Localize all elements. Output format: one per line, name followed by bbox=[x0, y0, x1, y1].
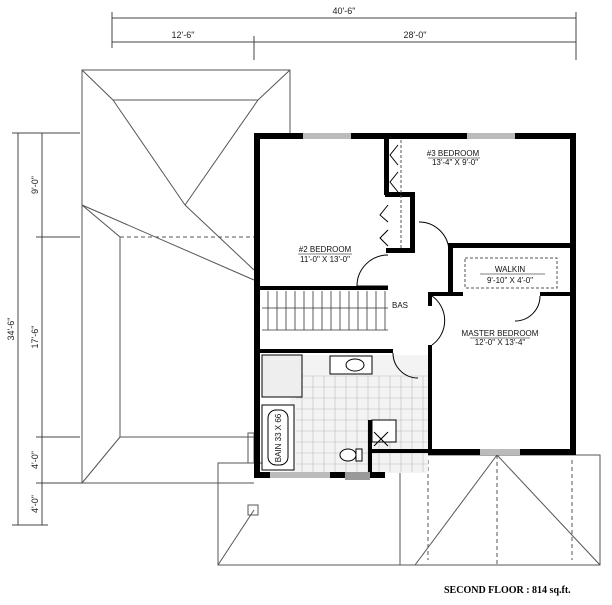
dim-depth-1: 9'-0" bbox=[30, 176, 40, 194]
bedroom3-size: 13'-4" X 9'-0" bbox=[432, 158, 478, 167]
dimension-lines bbox=[12, 12, 577, 526]
roof-outline bbox=[81, 69, 601, 566]
bedroom2-size: 11'-0" X 13'-0" bbox=[300, 255, 350, 264]
bedroom3-door bbox=[418, 221, 450, 253]
bedroom2-name: #2 BEDROOM bbox=[299, 245, 352, 254]
walkin-size: 9'-10" X 4'-0" bbox=[487, 276, 533, 285]
bedroom3-name: #3 BEDROOM bbox=[427, 149, 480, 158]
dim-depth-2: 17'-6" bbox=[30, 326, 40, 349]
stairs-label: BAS bbox=[392, 301, 408, 310]
master-door bbox=[431, 295, 446, 346]
master-size: 12'-0" X 13'-4" bbox=[475, 338, 526, 347]
walkin-door bbox=[514, 295, 541, 322]
bedroom2-door bbox=[356, 254, 389, 287]
door-swings bbox=[356, 144, 541, 379]
dim-overall-depth: 34'-6" bbox=[6, 318, 16, 341]
staircase bbox=[262, 291, 388, 331]
bath-fixtures bbox=[261, 354, 397, 471]
walkin-name: WALKIN bbox=[495, 265, 526, 274]
dim-width-left: 12'-6" bbox=[172, 30, 195, 40]
cabinet bbox=[371, 419, 397, 443]
windows bbox=[270, 133, 520, 480]
floor-title: SECOND FLOOR : 814 sq.ft. bbox=[444, 585, 571, 596]
room-labels: #3 BEDROOM 13'-4" X 9'-0" #2 BEDROOM 11'… bbox=[298, 149, 545, 347]
closet-shelves bbox=[400, 140, 558, 289]
bathtub-label: BAIN 33 X 66 bbox=[274, 413, 283, 462]
toilet-icon bbox=[339, 448, 357, 462]
dim-depth-3: 4'-0" bbox=[30, 451, 40, 469]
dim-width-right: 28'-0" bbox=[404, 30, 427, 40]
dim-depth-4: 4'-0" bbox=[30, 495, 40, 513]
sink-icon bbox=[345, 358, 365, 372]
shower bbox=[261, 354, 303, 398]
master-name: MASTER BEDROOM bbox=[462, 329, 539, 338]
dim-overall-width: 40'-6" bbox=[333, 6, 356, 16]
